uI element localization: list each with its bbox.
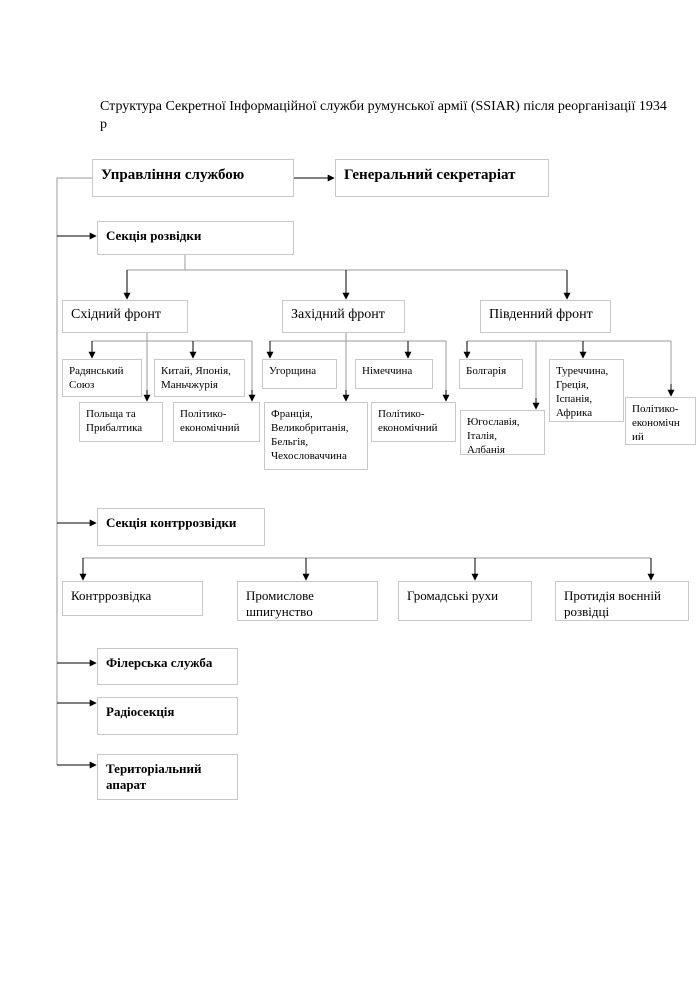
- counterintel-sub-box: Контррозвідка: [62, 581, 203, 616]
- east-polecon-box: Політико- економічний: [173, 402, 260, 442]
- secretariat-box: Генеральний секретаріат: [335, 159, 549, 197]
- ind-espionage-box: Промислове шпигунство: [237, 581, 378, 621]
- counterintel-section-box: Секція контррозвідки: [97, 508, 265, 546]
- poland-box: Польща та Прибалтика: [79, 402, 163, 442]
- turkey-box: Туреччина, Греція, Іспанія, Африка: [549, 359, 624, 422]
- germany-box: Німеччина: [355, 359, 433, 389]
- intelligence-section-box: Секція розвідки: [97, 221, 294, 255]
- line-intel-fronts: [127, 255, 567, 271]
- counter-war-intel-box: Протидія воєнній розвідці: [555, 581, 689, 621]
- diagram-title: Структура Секретної Інформаційної служби…: [100, 99, 667, 132]
- public-movements-box: Громадські рухи: [398, 581, 532, 621]
- management-box: Управління службою: [92, 159, 294, 197]
- west-front-box: Західний фронт: [282, 300, 405, 333]
- west-polecon-box: Політико- економічний: [371, 402, 456, 442]
- china-box: Китай, Японія, Маньчжурія: [154, 359, 245, 397]
- france-box: Франція, Великобританія, Бельгія, Чехосл…: [264, 402, 368, 470]
- radio-section-box: Радіосекція: [97, 697, 238, 735]
- south-polecon-box: Політико- економічн ий: [625, 397, 696, 445]
- hungary-box: Угорщина: [262, 359, 337, 389]
- filer-service-box: Філерська служба: [97, 648, 238, 685]
- ussr-box: Радянський Союз: [62, 359, 142, 397]
- trunk-line: [56, 177, 92, 765]
- yugoslavia-box: Югославія, Італія, Албанія: [460, 410, 545, 456]
- territorial-apparatus-box: Територіальний апарат: [97, 754, 238, 800]
- bulgaria-box: Болгарія: [459, 359, 523, 389]
- south-front-box: Південний фронт: [480, 300, 611, 333]
- east-front-box: Східний фронт: [62, 300, 188, 333]
